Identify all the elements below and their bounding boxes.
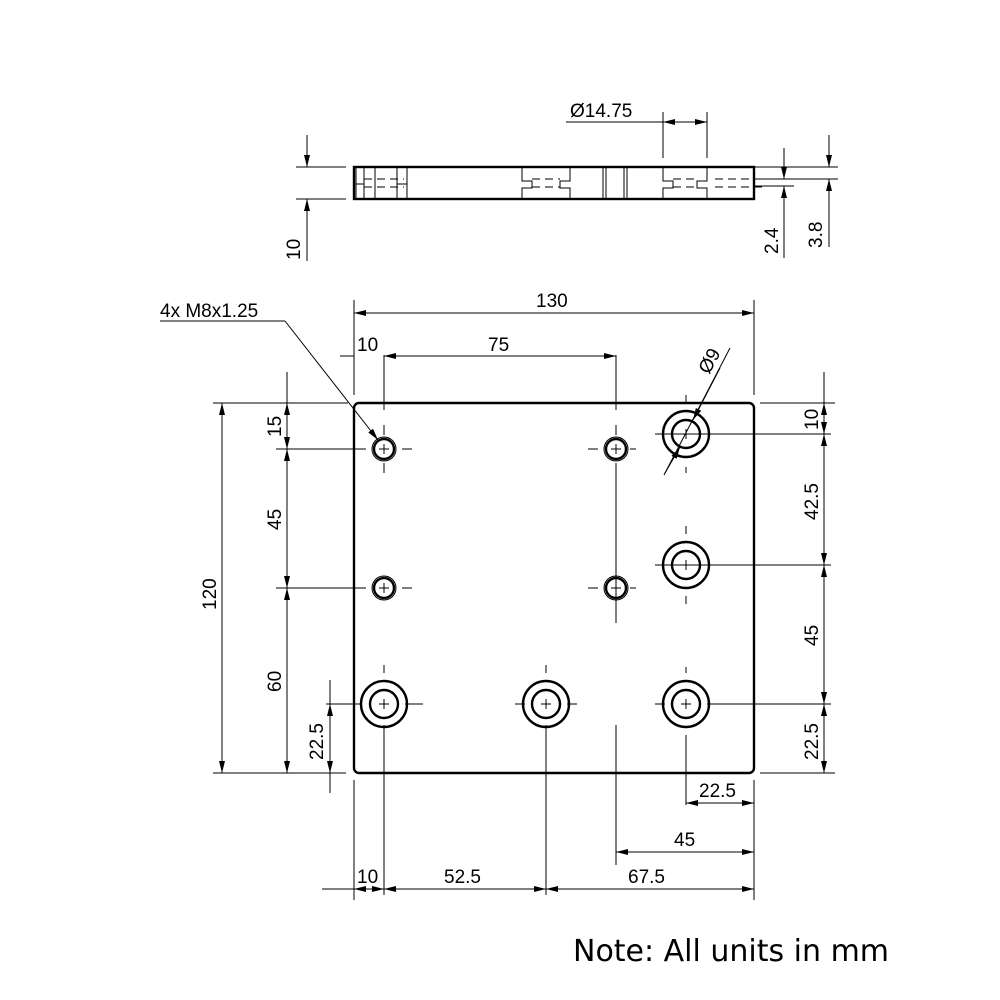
dim-45-right-label: 45 — [802, 625, 823, 646]
dim-22-5-left-label: 22.5 — [307, 723, 328, 760]
plate-side-outline — [352, 165, 756, 201]
side-view: 10 Ø14.75 2.4 3.8 — [284, 101, 838, 261]
spacing-75-label: 75 — [488, 335, 509, 356]
units-note: Note: All units in mm — [573, 934, 889, 969]
counterbored-holes — [359, 409, 711, 729]
depth-3-8-label: 3.8 — [806, 222, 827, 248]
centerlines — [213, 300, 835, 900]
height-120-label: 120 — [200, 578, 221, 610]
depth-2-4-label: 2.4 — [762, 227, 783, 254]
side-thickness-label: 10 — [284, 239, 305, 260]
top-view: 130 10 75 4x M8x1.25 Ø9 120 15 45 60 22.… — [160, 291, 835, 900]
hole-diameter-label: Ø9 — [695, 345, 725, 377]
dim-67-5-label: 67.5 — [628, 867, 665, 888]
dim-10-right-label: 10 — [802, 409, 823, 430]
counterbore-diameter-label: Ø14.75 — [570, 101, 632, 122]
dim-60-label: 60 — [265, 671, 286, 692]
dim-52-5-label: 52.5 — [444, 867, 481, 888]
dim-45-bottom-label: 45 — [674, 830, 695, 851]
dim-22-5-right-label: 22.5 — [802, 723, 823, 760]
offset-10-top-label: 10 — [357, 335, 378, 356]
hidden-holes — [355, 167, 708, 199]
dim-15-label: 15 — [265, 416, 286, 437]
plate-outline — [352, 401, 756, 775]
dim-42-5-label: 42.5 — [802, 483, 823, 520]
dim-45-left-label: 45 — [265, 509, 286, 530]
dim-22-5-bottom-label: 22.5 — [699, 781, 736, 802]
dim-10-bottom-label: 10 — [357, 867, 378, 888]
thread-callout: 4x M8x1.25 — [160, 301, 258, 322]
threaded-holes — [371, 436, 629, 601]
width-130-label: 130 — [536, 291, 568, 312]
